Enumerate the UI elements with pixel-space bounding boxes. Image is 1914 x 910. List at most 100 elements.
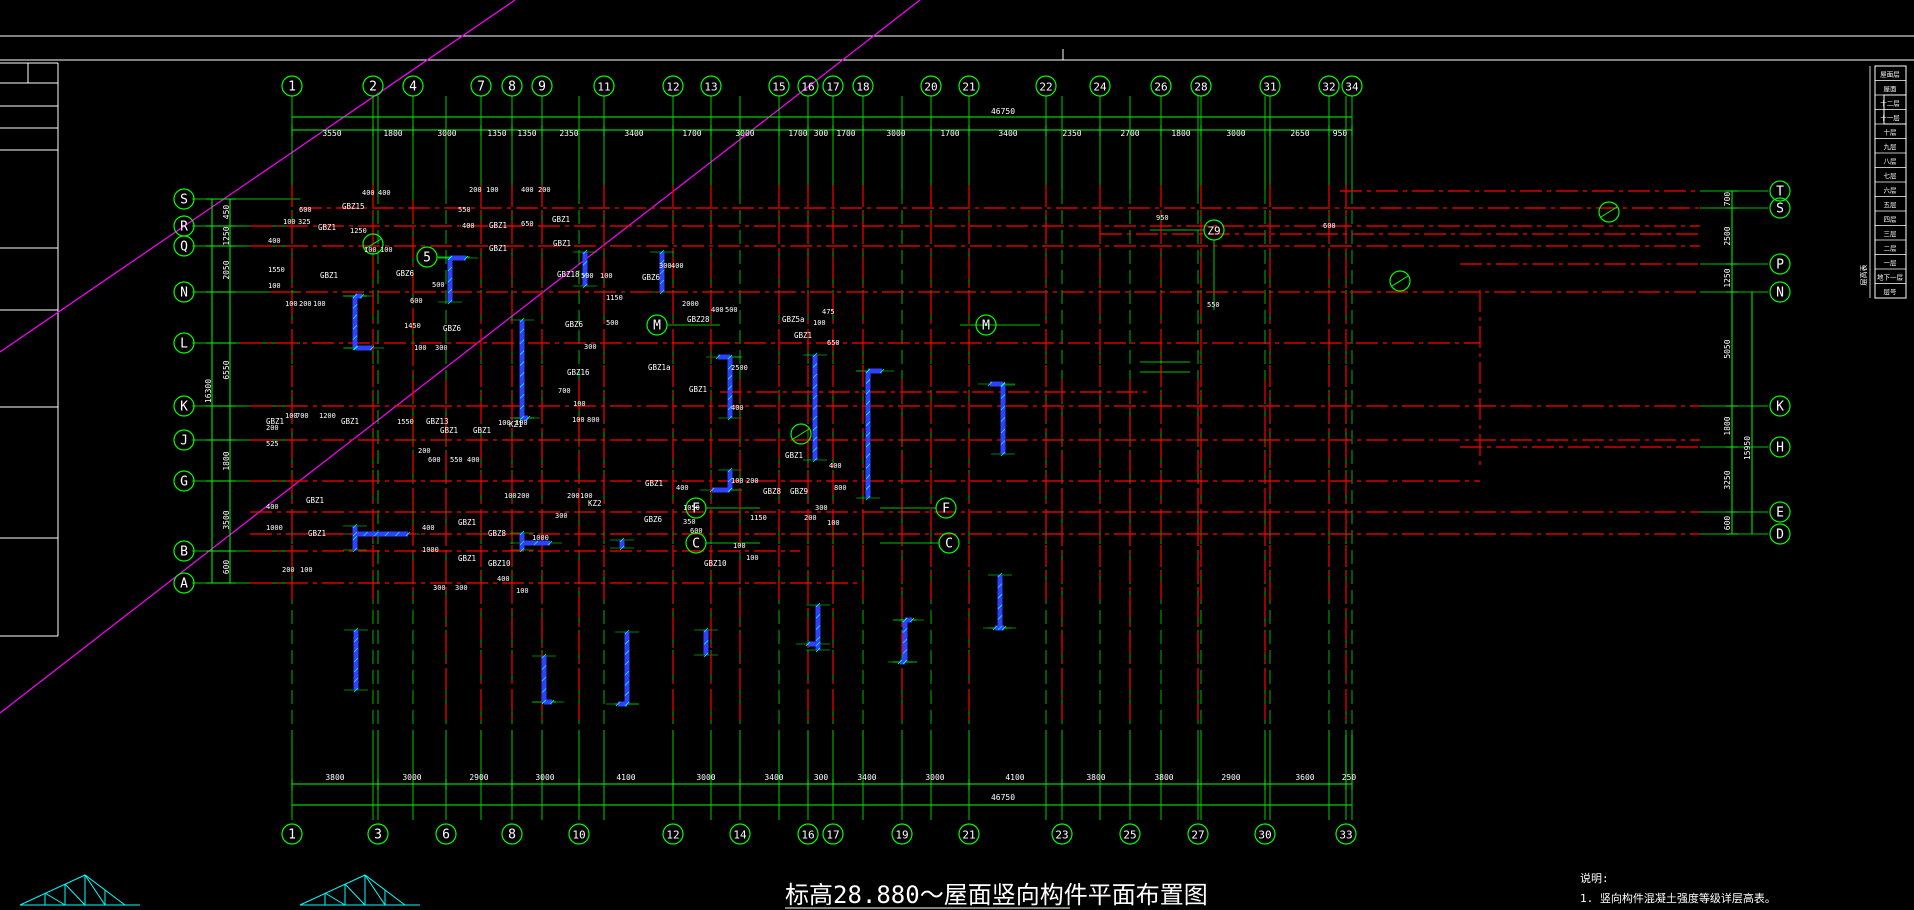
detail-dimension-text: 100 <box>746 554 759 562</box>
detail-dimension-text: 300 <box>555 512 568 520</box>
axis-bubble-label: S <box>180 193 188 208</box>
axis-bubble-circle <box>891 823 913 845</box>
axis-bubble-circle <box>1769 281 1791 303</box>
left-total-dimension-text: 16300 <box>204 379 213 403</box>
wall-hatch-mark <box>541 676 547 682</box>
detail-dimension-text: 100 <box>600 272 613 280</box>
axis-bubble-circle <box>281 75 303 97</box>
wall-hatch-mark <box>352 345 358 351</box>
column-label: GBZ9 <box>790 487 808 496</box>
axis-bubble-bottom-10: 10 <box>568 823 590 845</box>
axis-bubble-circle <box>173 540 195 562</box>
wall-hatch-mark <box>1000 381 1006 387</box>
axis-bubble-inner-5: 5 <box>416 246 438 268</box>
column-label: GBZ28 <box>687 315 710 324</box>
left-dimension-text: 1800 <box>222 451 231 470</box>
wall-hatch-mark <box>352 335 358 340</box>
column-label: GBZ6 <box>644 515 663 524</box>
column-label: GBZ1 <box>308 529 326 538</box>
axis-bubble-bottom-1: 1 <box>281 823 303 845</box>
left-dimension-text: 2050 <box>222 260 231 279</box>
wall-hatch-mark <box>815 641 821 647</box>
axis-bubble-label: C <box>692 537 700 552</box>
column-label: GBZ6 <box>642 273 661 282</box>
axis-bubble-left-B: B <box>173 540 195 562</box>
detail-dimension-text: 1450 <box>404 322 421 330</box>
detail-dimension-text: 400 <box>676 484 689 492</box>
axis-bubble-circle <box>662 823 684 845</box>
wall-hatch-mark <box>992 625 998 631</box>
bottom-dimension-text: 4100 <box>616 773 635 782</box>
wall-hatch-mark <box>519 350 525 355</box>
top-dimension-text: 2350 <box>1062 129 1081 138</box>
notes-heading: 说明: <box>1580 871 1609 885</box>
bottom-dimension-text: 4100 <box>1005 773 1024 782</box>
wall-hatch-mark <box>1000 451 1006 457</box>
axis-bubble-circle <box>1254 823 1276 845</box>
axis-bubble-left-N: N <box>173 281 195 303</box>
axis-bubble-label: 13 <box>704 81 717 94</box>
wall-hatch-mark <box>865 411 871 416</box>
detail-dimension-text: 100 <box>504 492 517 500</box>
axis-bubble-circle <box>1769 501 1791 523</box>
axis-bubble-label: 3 <box>374 828 382 843</box>
axis-bubble-inner-F: F <box>685 497 707 519</box>
wall-hatch-mark <box>519 372 525 377</box>
wall-hatch-mark <box>812 415 818 421</box>
detail-dimension-text: 650 <box>827 339 840 347</box>
detail-dimension-text: 300 <box>584 343 597 351</box>
detail-dimension-text: 550 <box>1207 301 1220 309</box>
axis-bubble-circle <box>1035 75 1057 97</box>
detail-dimension-text: 400 <box>362 189 375 197</box>
top-dimension-text: 1350 <box>487 129 506 138</box>
floor-table-cell: 六层 <box>1884 186 1898 195</box>
column-label: GBZ10 <box>704 559 727 568</box>
wall-hatch-mark <box>865 368 871 374</box>
right-dimension-text: 1250 <box>1723 268 1732 287</box>
left-dimension-text: 600 <box>222 560 231 575</box>
axis-bubble-circle <box>1769 395 1791 417</box>
axis-bubble-top-7: 7 <box>470 75 492 97</box>
column-label: GBZ6 <box>396 269 415 278</box>
detail-dimension-text: 700 <box>558 387 571 395</box>
top-dimension-text: 2350 <box>559 129 578 138</box>
wall-hatch-mark <box>352 314 358 320</box>
axis-bubble-bottom-19: 19 <box>891 823 913 845</box>
left-dimension-text: 3500 <box>222 510 231 529</box>
detail-dimension-text: 100 <box>827 519 840 527</box>
axis-bubble-top-12: 12 <box>662 75 684 97</box>
axis-bubble-label: 27 <box>1191 829 1204 842</box>
floor-table-cell: 八层 <box>1884 158 1898 166</box>
wall-hatch-mark <box>659 249 665 255</box>
axis-bubble-circle <box>173 470 195 492</box>
wall-hatch-mark <box>352 547 358 553</box>
wall-hatch-mark <box>812 363 818 368</box>
axis-bubble-label: 19 <box>895 829 908 842</box>
column-label: KZ2 <box>588 499 602 508</box>
detail-dimension-text: 2000 <box>682 300 699 308</box>
axis-bubble-left-Q: Q <box>173 235 195 257</box>
detail-dimension-text: 550 <box>450 456 463 464</box>
wall-hatch-mark <box>359 293 365 299</box>
detail-dimension-text: 100 <box>283 218 296 226</box>
bottom-dimension-text: 2900 <box>1221 773 1240 782</box>
detail-dimension-text: 1150 <box>606 294 623 302</box>
axis-bubble-circle <box>822 823 844 845</box>
axis-bubble-circle <box>416 246 438 268</box>
detail-dimension-text: 100 <box>380 246 393 254</box>
wall-hatch-mark <box>519 339 525 345</box>
top-dimension-text: 1700 <box>940 129 959 138</box>
wall-hatch-mark <box>997 615 1003 620</box>
column-label: GBZ8 <box>763 487 782 496</box>
axis-bubble-top-18: 18 <box>852 75 874 97</box>
axis-bubble-circle <box>938 532 960 554</box>
wall-hatch-mark <box>519 393 525 399</box>
column-label: GBZ6 <box>565 320 584 329</box>
bottom-dimension-text: 3800 <box>1154 773 1173 782</box>
right-dimension-text: 700 <box>1723 192 1732 207</box>
axis-bubble-circle <box>402 75 424 97</box>
top-dimension-text: 1800 <box>383 129 402 138</box>
axis-bubble-circle <box>362 75 384 97</box>
wall-hatch-mark <box>547 540 553 546</box>
